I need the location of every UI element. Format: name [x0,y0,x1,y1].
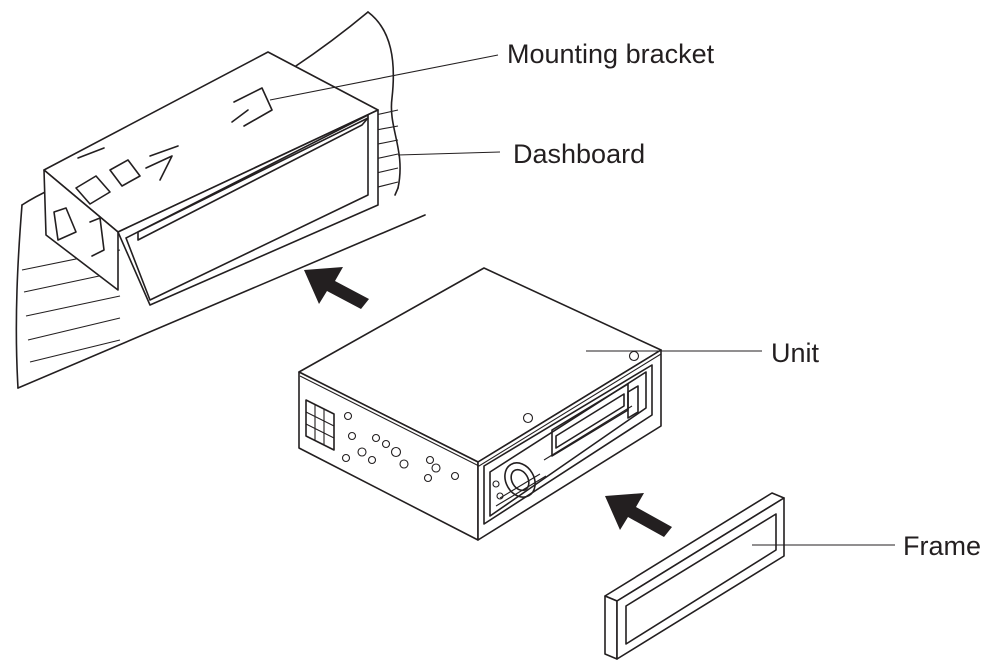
label-unit: Unit [771,338,820,368]
unit-illustration [298,267,662,541]
callout-leaders [269,54,895,546]
label-mounting-bracket: Mounting bracket [507,39,715,69]
mounting-bracket-illustration [43,51,379,306]
leader-mounting-bracket [269,54,499,101]
label-frame: Frame [903,531,981,561]
label-dashboard: Dashboard [513,139,645,169]
leader-dashboard [397,151,501,156]
insert-arrow-upper [304,267,369,309]
frame-illustration [604,492,785,660]
insert-arrow-lower [605,493,672,537]
